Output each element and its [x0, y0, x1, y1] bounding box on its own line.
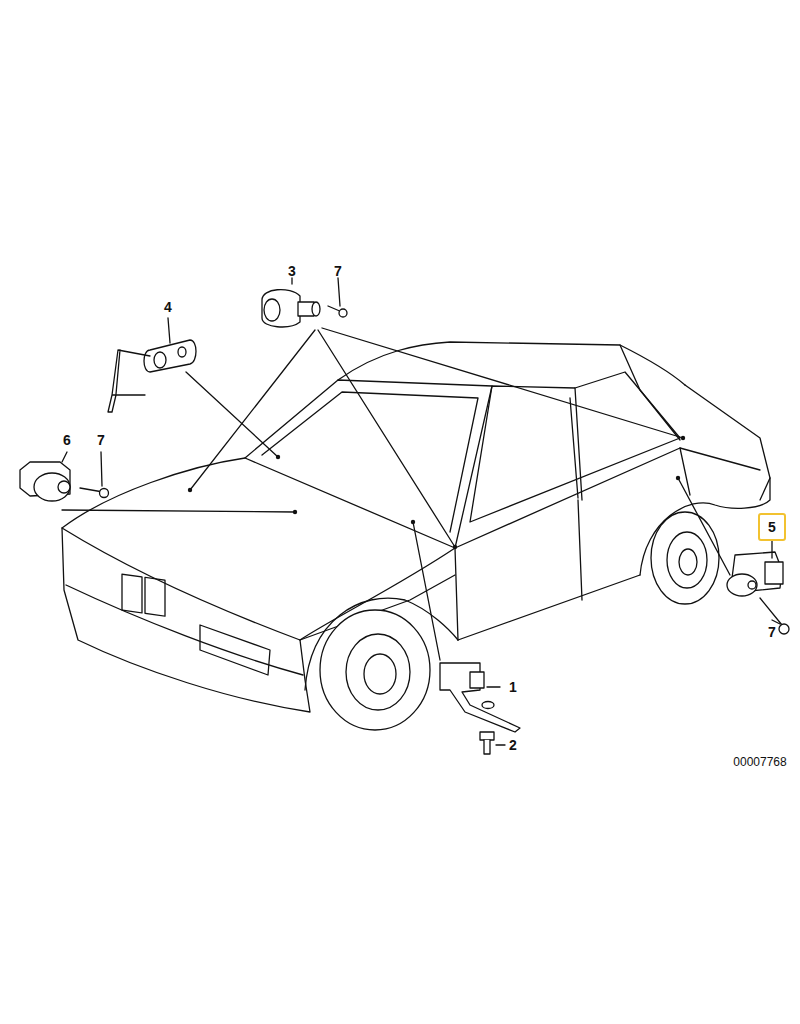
callout-number: 5: [768, 520, 776, 534]
callout-number: 3: [288, 264, 296, 278]
figure-number: 00007768: [733, 756, 786, 768]
callout-number: 6: [63, 433, 71, 447]
callout-number: 7: [97, 433, 105, 447]
callout-number: 2: [509, 738, 517, 752]
highlight-callout: 5: [758, 513, 786, 541]
callout-number: 1: [509, 680, 517, 694]
callout-number: 7: [334, 264, 342, 278]
callout-number: 4: [164, 300, 172, 314]
callout-number: 7: [768, 625, 776, 639]
